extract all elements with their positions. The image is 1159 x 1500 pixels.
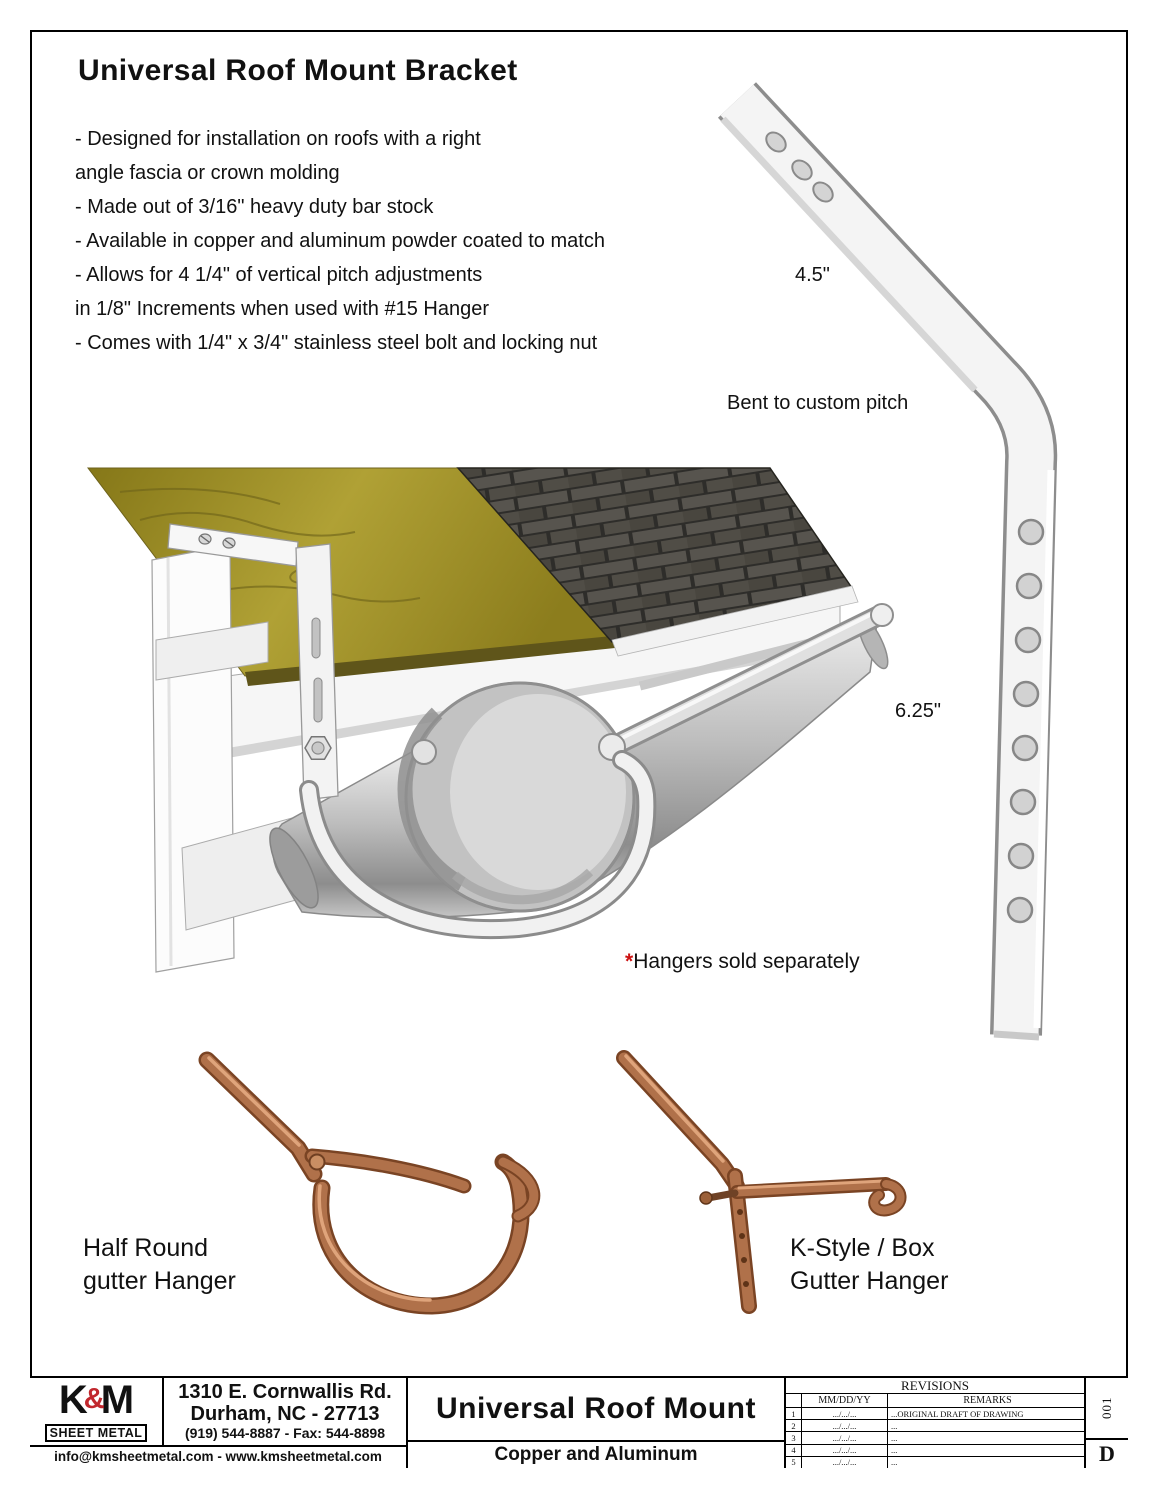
dimension-length-label: 6.25": [895, 700, 942, 722]
sheet-number: 001: [1099, 1396, 1114, 1420]
bracket-bottom-cut: [993, 1030, 1040, 1041]
note-text: Hangers sold separately: [633, 950, 860, 973]
k-style-hanger-render: [616, 1050, 907, 1314]
web-email-line: info@kmsheetmetal.com - www.kmsheetmetal…: [30, 1445, 406, 1468]
company-logo: K&M SHEET METAL: [30, 1378, 164, 1445]
bullet-line: - Available in copper and aluminum powde…: [75, 230, 605, 252]
roof-gutter-render: [86, 467, 894, 973]
revision-row: 2 .../.../... ...: [786, 1420, 1084, 1433]
product-subtitle: Copper and Aluminum: [408, 1440, 784, 1468]
hangers-note: *Hangers sold separately: [625, 950, 860, 974]
bracket-arm-shade: [720, 116, 978, 393]
gutter-front-bead: [610, 606, 890, 752]
revisions-table: REVISIONS MM/DD/YY REMARKS 1 .../.../...…: [786, 1378, 1086, 1469]
remarks-column-header: REMARKS: [963, 1395, 1012, 1406]
gutter-front-opening: [397, 681, 636, 913]
note-asterisk: *: [625, 950, 634, 973]
plywood-cut-edge: [245, 636, 615, 686]
page-title: Universal Roof Mount Bracket: [78, 54, 518, 87]
address-line-2: Durham, NC - 27713: [190, 1403, 380, 1425]
drip-edge: [611, 585, 859, 657]
bracket-strap-holes: [1006, 518, 1045, 924]
hanger-adjust-holes: [737, 1209, 749, 1287]
bent-pitch-label: Bent to custom pitch: [727, 392, 909, 414]
soffit-board: [155, 621, 269, 681]
gutter-hanger-strap: [299, 750, 657, 940]
phone-line: (919) 544-8887 - Fax: 544-8898: [184, 1425, 386, 1441]
revision-row: 3 .../.../... ...: [786, 1432, 1084, 1445]
title-block: K&M SHEET METAL 1310 E. Cornwallis Rd. D…: [30, 1376, 1128, 1469]
half-round-hanger-render: [198, 1051, 541, 1315]
bullet-line: - Comes with 1/4" x 3/4" stainless steel…: [75, 332, 598, 354]
bullet-line: angle fascia or crown molding: [75, 162, 340, 184]
gutter-bead-left: [411, 739, 437, 765]
revision-row: 5 .../.../... ...: [786, 1456, 1084, 1469]
sheet-info-section: 001 D: [1086, 1378, 1128, 1468]
revisions-column-headers: MM/DD/YY REMARKS: [786, 1394, 1084, 1408]
bullet-line: - Designed for installation on roofs wit…: [75, 128, 481, 150]
product-title: Universal Roof Mount: [435, 1392, 756, 1425]
k-style-label: K-Style / Box Gutter Hanger: [790, 1234, 949, 1295]
hanger-bolt: [308, 1153, 326, 1171]
half-round-label: Half Round gutter Hanger: [83, 1234, 236, 1295]
gutter-bead-end: [870, 603, 894, 627]
dimension-width-label: 4.5": [795, 264, 830, 286]
company-address: 1310 E. Cornwallis Rd. Durham, NC - 2771…: [164, 1378, 406, 1445]
feature-bullets: - Designed for installation on roofs wit…: [75, 122, 605, 360]
gutter-left-end: [269, 827, 319, 909]
logo-ampersand: &: [83, 1382, 105, 1415]
mounted-bracket: [167, 523, 339, 801]
bracket-arm-holes: [765, 131, 834, 203]
bullet-line: - Allows for 4 1/4" of vertical pitch ad…: [75, 264, 483, 286]
date-column-header: MM/DD/YY: [802, 1394, 888, 1407]
bullet-line: in 1/8" Increments when used with #15 Ha…: [75, 298, 490, 320]
bullet-line: - Made out of 3/16" heavy duty bar stock: [75, 196, 434, 218]
bracket-edge-highlight: [1033, 469, 1055, 1029]
bracket-render: [717, 82, 1058, 1041]
revision-row: 1 .../.../... ...ORIGINAL DRAFT OF DRAWI…: [786, 1408, 1084, 1421]
revision-row: 4 .../.../... ...: [786, 1444, 1084, 1457]
revisions-header: REVISIONS: [786, 1378, 1084, 1394]
company-section: K&M SHEET METAL 1310 E. Cornwallis Rd. D…: [30, 1378, 408, 1468]
logo-subtitle: SHEET METAL: [44, 1423, 148, 1442]
logo-km: K&M: [58, 1377, 134, 1422]
address-line-1: 1310 E. Cornwallis Rd.: [178, 1381, 392, 1403]
sheet-size: D: [1086, 1438, 1128, 1468]
hanger-screw: [699, 1191, 713, 1205]
product-title-section: Universal Roof Mount Copper and Aluminum: [408, 1378, 786, 1468]
